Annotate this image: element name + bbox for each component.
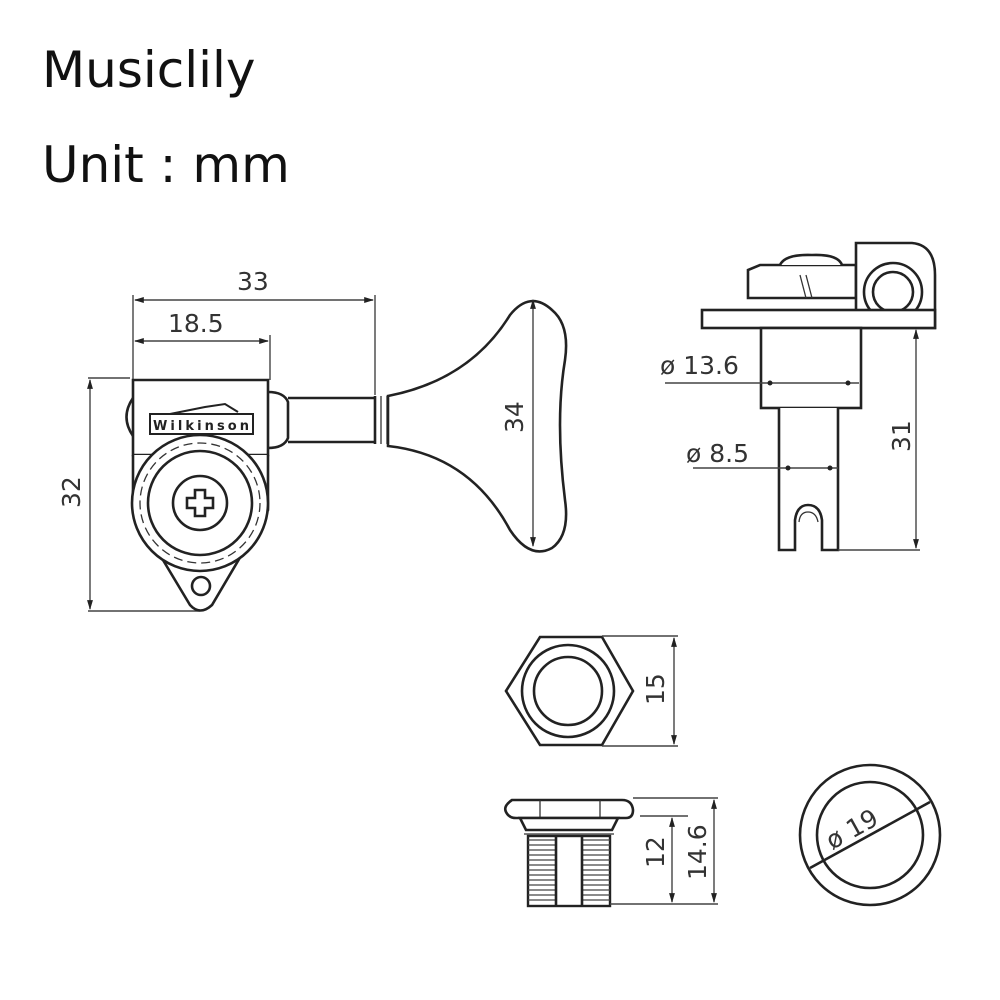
unit-label: Unit : mm <box>42 136 290 194</box>
dim-post-height: 31 <box>838 329 920 551</box>
dim-14-6-text: 14.6 <box>683 824 712 880</box>
dim-body-length: 18.5 <box>134 309 271 380</box>
dim-15-text: 15 <box>641 673 670 705</box>
dim-12-text: 12 <box>641 836 670 868</box>
bushing-side-view: 12 14.6 <box>503 797 718 908</box>
dim-key-height: 34 <box>500 299 536 547</box>
front-view-tuner: 33 18.5 32 Wilkinson <box>57 267 568 612</box>
dim-32-text: 32 <box>57 476 86 508</box>
dim-overall-length: 33 <box>132 267 376 395</box>
washer: ø 19 <box>798 763 942 907</box>
dim-18-5-text: 18.5 <box>168 309 224 338</box>
dim-31-text: 31 <box>887 420 916 452</box>
hex-nut: 15 <box>504 635 678 747</box>
dim-bushing-diameter: ø 13.6 <box>660 351 859 386</box>
dim-body-height: 32 <box>57 377 200 612</box>
brand-title: Musiclily <box>42 41 256 99</box>
dim-33-text: 33 <box>237 267 269 296</box>
dim-34-text: 34 <box>500 401 529 433</box>
dim-8-5-text: ø 8.5 <box>686 439 749 468</box>
dim-post-diameter: ø 8.5 <box>686 439 838 471</box>
dim-13-6-text: ø 13.6 <box>660 351 739 380</box>
screw-icon <box>185 488 215 518</box>
side-view-post: ø 13.6 ø 8.5 31 <box>660 241 937 552</box>
